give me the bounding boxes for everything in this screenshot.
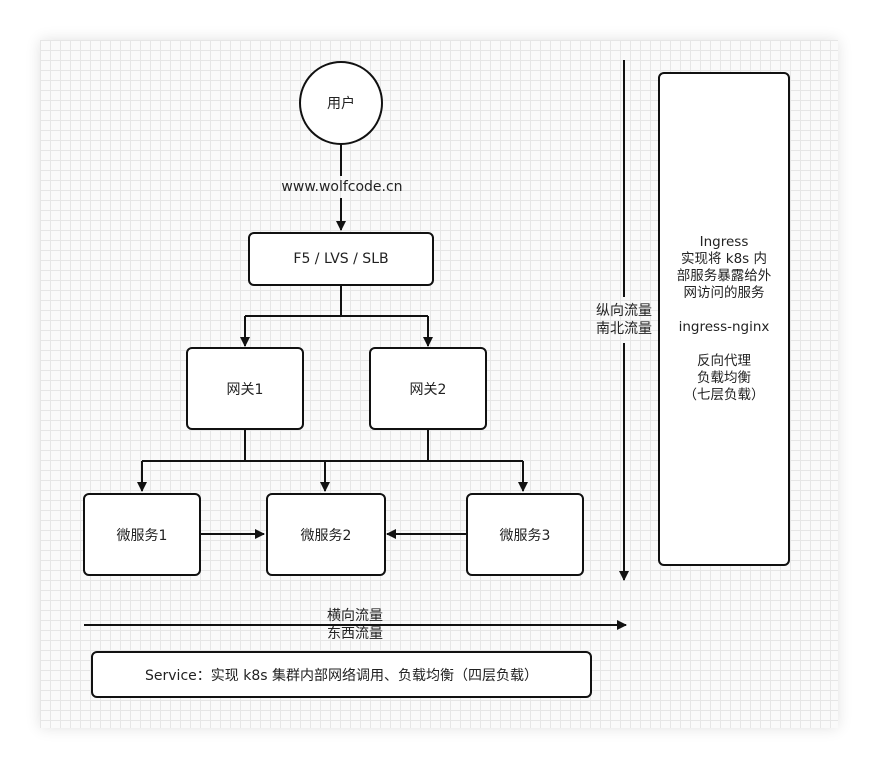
vertical-traffic-line-2: 南北流量 [596,321,652,337]
ingress-desc-2: 部服务暴露给外 [676,268,772,284]
ingress-impl: ingress-nginx [678,319,770,335]
ingress-box: Ingress 实现将 k8s 内 部服务暴露给外 网访问的服务 ingress… [658,72,790,566]
domain-label: www.wolfcode.cn [281,179,403,195]
ingress-desc-1: 实现将 k8s 内 [680,251,768,267]
load-balancer-node: F5 / LVS / SLB [248,232,434,286]
horizontal-traffic-line-1: 横向流量 [327,608,383,624]
service-box: Service：实现 k8s 集群内部网络调用、负载均衡（四层负载） [91,651,592,698]
vertical-traffic-line-1: 纵向流量 [596,303,652,319]
microservice2-node: 微服务2 [266,493,386,576]
ingress-feature-3: （七层负载） [683,387,765,403]
gateway2-node: 网关2 [369,347,487,430]
ingress-title: Ingress [699,234,749,250]
ingress-feature-2: 负载均衡 [697,370,751,386]
ingress-desc-3: 网访问的服务 [683,285,765,301]
horizontal-traffic-label: 横向流量 东西流量 [300,607,410,643]
microservice3-node: 微服务3 [466,493,584,576]
user-node: 用户 [299,61,383,145]
microservice1-node: 微服务1 [83,493,201,576]
vertical-traffic-label: 纵向流量 南北流量 [588,302,660,338]
ingress-feature-1: 反向代理 [697,353,751,369]
horizontal-traffic-line-2: 东西流量 [327,626,383,642]
gateway1-node: 网关1 [186,347,304,430]
